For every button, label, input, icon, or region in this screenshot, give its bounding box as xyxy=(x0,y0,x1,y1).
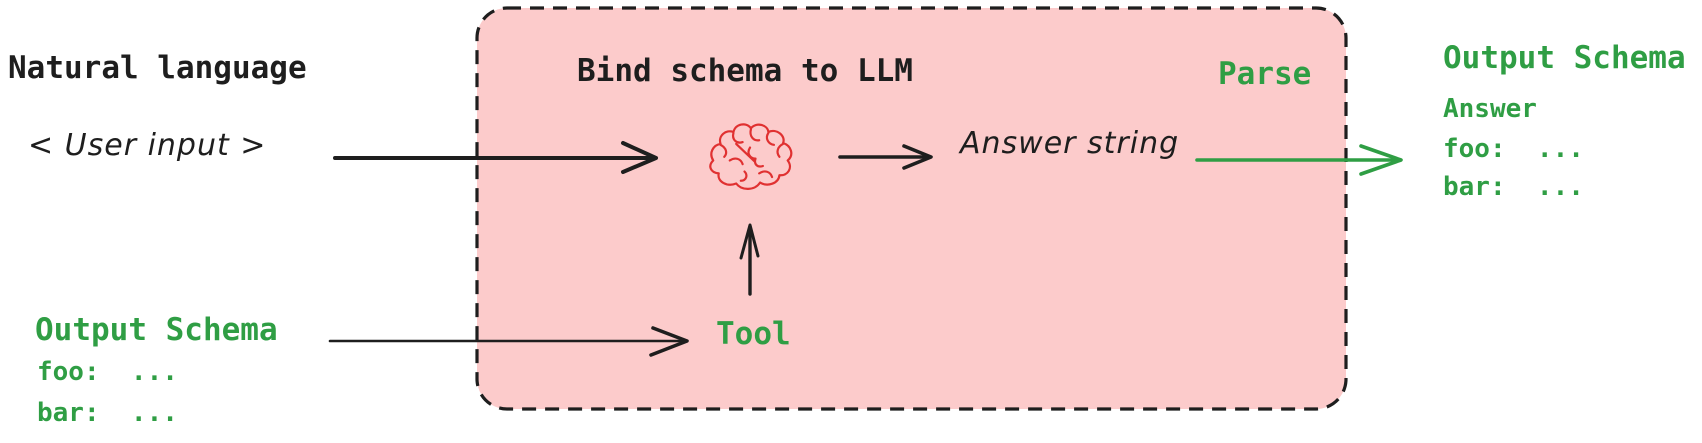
output-schema-right-foo: foo: ... xyxy=(1443,134,1584,164)
schema-to-tool-arrow xyxy=(328,326,689,357)
output-schema-left-foo: foo: ... xyxy=(37,357,178,387)
tool-to-llm-arrow xyxy=(739,223,760,296)
answer-string-label: Answer string xyxy=(960,126,1180,161)
user-input-arrow xyxy=(333,141,658,174)
parse-arrow xyxy=(1195,144,1403,176)
output-schema-left-bar: bar: ... xyxy=(37,398,178,428)
output-schema-left-title: Output Schema xyxy=(35,312,278,348)
output-schema-right-bar: bar: ... xyxy=(1443,172,1584,202)
output-schema-right-title: Output Schema xyxy=(1443,40,1686,76)
output-schema-right-answer: Answer xyxy=(1443,94,1537,124)
parse-label: Parse xyxy=(1218,56,1312,92)
natural-language-label: Natural language xyxy=(8,50,307,86)
brain-icon xyxy=(709,123,793,190)
llm-to-answer-arrow xyxy=(838,144,933,170)
user-input-label: < User input > xyxy=(28,128,267,163)
llm-box xyxy=(475,6,1348,411)
tool-label: Tool xyxy=(716,316,791,352)
bind-schema-label: Bind schema to LLM xyxy=(577,53,913,89)
